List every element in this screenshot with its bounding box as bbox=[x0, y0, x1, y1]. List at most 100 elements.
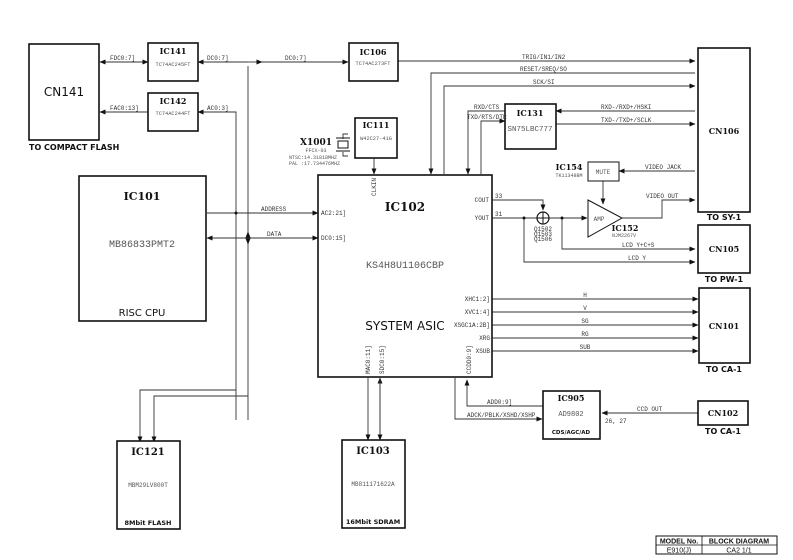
block-ic154: IC154 TK11348BM MUTE bbox=[555, 161, 620, 182]
ic121-id: IC121 bbox=[131, 447, 165, 458]
wire-lcd-yc bbox=[561, 218, 696, 252]
ic111-part: W42C27-41G bbox=[360, 136, 392, 142]
label-lcd-y: LCD Y bbox=[628, 255, 646, 262]
ic131-id: IC131 bbox=[517, 108, 544, 118]
ic141-id: IC141 bbox=[160, 46, 187, 56]
block-ic141: IC141 TC74AC245FT bbox=[147, 42, 199, 82]
wire-add bbox=[464, 379, 543, 407]
label-reset: RESET/SREQ/SO bbox=[520, 66, 567, 73]
ic121-part: MBM29LV800T bbox=[128, 482, 168, 489]
label-adck: ADCK/PBLK/XSHD/XSHP bbox=[467, 412, 536, 419]
adder-ref-1: Q1502 bbox=[534, 226, 552, 233]
label-ac2: AC2:21] bbox=[321, 210, 346, 217]
block-ic121: IC121 MBM29LV800T 8Mbit FLASH bbox=[116, 440, 181, 530]
x1001-part: FFCX-03 bbox=[305, 148, 326, 154]
label-sdc: SDC0:15] bbox=[379, 345, 386, 374]
label-address: ADDRESS bbox=[261, 206, 287, 213]
block-ic905: IC905 AD9802 CDS/AGC/AD bbox=[542, 390, 601, 440]
block-cn105: CN105 TO PW-1 bbox=[697, 224, 751, 284]
ic106-part: TC74AC273FT bbox=[356, 61, 391, 67]
ic142-id: IC142 bbox=[160, 96, 187, 106]
ic142-part: TC74AC244FT bbox=[156, 111, 191, 117]
wire-rxd-cts bbox=[465, 110, 505, 175]
crystal-body bbox=[337, 140, 349, 149]
mute-label: MUTE bbox=[596, 169, 611, 176]
cn106-footer: TO SY-1 bbox=[707, 213, 742, 222]
cn105-id: CN105 bbox=[709, 244, 739, 254]
wire-xtal-1 bbox=[342, 133, 348, 139]
label-lcd-yc: LCD Y+C+S bbox=[622, 242, 655, 249]
label-rg: RG bbox=[581, 331, 589, 338]
adder-mixer: Q1502 Q1503 Q1506 bbox=[534, 211, 552, 243]
ic141-part: TC74AC245FT bbox=[156, 62, 191, 68]
label-yout: YOUT bbox=[475, 215, 490, 222]
label-xvc: XVC1:4] bbox=[465, 309, 490, 316]
cn141-footer: TO COMPACT FLASH bbox=[29, 143, 119, 152]
junction-lcd-y bbox=[522, 216, 526, 220]
label-xhc: XHC1:2] bbox=[465, 296, 490, 303]
ic101-id: IC101 bbox=[124, 190, 161, 203]
crystal-x1001: X1001 FFCX-03 NTSC:14.31818MHZ PAL :17.7… bbox=[289, 137, 350, 167]
ic106-id: IC106 bbox=[360, 47, 387, 57]
x1001-id: X1001 bbox=[300, 138, 332, 148]
label-pin31: 31 bbox=[495, 211, 503, 218]
ic152-id: IC152 bbox=[612, 223, 639, 233]
block-ic103: IC103 MB811171622A 16Mbit SDRAM bbox=[341, 439, 406, 529]
cn101-footer: TO CA-1 bbox=[706, 365, 742, 374]
label-add: ADD0:9] bbox=[487, 399, 512, 406]
label-mac: MAC0:11] bbox=[365, 345, 372, 374]
label-fac: FAC0:13] bbox=[110, 105, 139, 112]
block-ic142: IC142 TC74AC244FT bbox=[147, 92, 199, 132]
label-xsgc: XSGC1A:2B] bbox=[454, 322, 490, 329]
label-ccdd: CCDD0:9] bbox=[466, 345, 473, 374]
label-data: DATA bbox=[267, 231, 282, 238]
label-txd-sclk: TXD-/TXD+/SCLK bbox=[601, 117, 652, 124]
block-ic106: IC106 TC74AC273FT bbox=[348, 42, 399, 82]
cn101-id: CN101 bbox=[709, 321, 739, 331]
wire-xtal-2 bbox=[342, 152, 348, 157]
signal-labels: FDC0:7] FAC0:13] DC0:7] AC0:3] DC0:7] TR… bbox=[110, 54, 681, 425]
ic905-footer: CDS/AGC/AD bbox=[552, 430, 591, 436]
label-h: H bbox=[583, 292, 587, 299]
cn105-footer: TO PW-1 bbox=[705, 275, 744, 284]
cn102-id: CN102 bbox=[708, 408, 738, 418]
ic101-part: MB86833PMT2 bbox=[109, 240, 175, 251]
x1001-freq-ntsc: NTSC:14.31818MHZ bbox=[289, 155, 337, 161]
ic103-part: MB811171622A bbox=[351, 481, 395, 488]
ic111-id: IC111 bbox=[363, 120, 390, 130]
label-rxd-cts: RXD/CTS bbox=[474, 104, 500, 111]
diagram-value: CA2 1/1 bbox=[726, 548, 751, 555]
wire-lcd-y bbox=[523, 218, 696, 265]
label-video-out: VIDEO OUT bbox=[646, 193, 679, 200]
label-sg: SG bbox=[581, 318, 589, 325]
wire-sck bbox=[443, 83, 696, 174]
adder-ref-2: Q1503 bbox=[534, 231, 552, 238]
label-fdc: FDC0:7] bbox=[110, 55, 135, 62]
title-block: MODEL No. E910(J) BLOCK DIAGRAM CA2 1/1 bbox=[655, 535, 778, 555]
wire-ic121-b bbox=[151, 395, 248, 443]
ic102-id: IC102 bbox=[385, 200, 425, 214]
label-dc0: DC0:15] bbox=[321, 235, 346, 242]
block-ic111: IC111 W42C27-41G bbox=[354, 117, 398, 159]
ic905-id: IC905 bbox=[558, 393, 585, 403]
wire-adck bbox=[454, 378, 543, 422]
label-video-jack: VIDEO JACK bbox=[645, 164, 681, 171]
block-cn106: CN106 TO SY-1 bbox=[697, 47, 751, 222]
wire-ac-ic142 bbox=[197, 109, 237, 420]
ic121-footer: 8Mbit FLASH bbox=[125, 519, 172, 527]
wire-cout bbox=[492, 199, 546, 211]
ic101-footer: RISC CPU bbox=[119, 308, 166, 319]
block-ic131: IC131 SN75LBC777 bbox=[504, 103, 557, 150]
model-value: E910(J) bbox=[667, 548, 692, 555]
label-sck: SCK/SI bbox=[533, 79, 555, 86]
amp-label: AMP bbox=[594, 216, 605, 223]
cn106-id: CN106 bbox=[709, 126, 740, 136]
model-label: MODEL No. bbox=[660, 539, 698, 546]
ic102-footer: SYSTEM ASIC bbox=[365, 319, 444, 333]
block-ic102: IC102 KS4H8U1106CBP SYSTEM ASIC bbox=[317, 174, 493, 378]
block-ic152: AMP IC152 NJM2267V bbox=[587, 199, 639, 239]
junction-lcd-yc bbox=[560, 216, 564, 220]
label-cout: COUT bbox=[475, 197, 490, 204]
wire-ic121-a bbox=[137, 389, 236, 443]
